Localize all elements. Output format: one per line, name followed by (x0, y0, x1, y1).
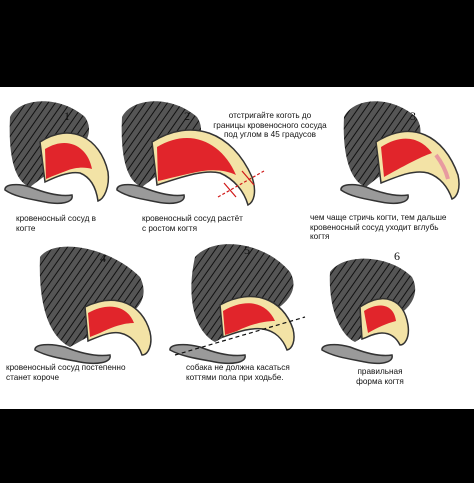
caption-2: кровеносный сосуд растёт с ростом когтя (142, 214, 243, 233)
blood-vessel (223, 303, 275, 335)
caption-3: чем чаще стричь когти, тем дальше кровен… (310, 213, 447, 241)
caption-1: кровеносный сосуд в когте (16, 214, 96, 233)
panel-number-3: 3 (410, 109, 416, 123)
toe-pad (321, 343, 393, 365)
panel-number-4: 4 (100, 251, 106, 265)
claw-illustration-4 (34, 246, 152, 365)
caption-4: кровеносный сосуд постепенно станет коро… (6, 363, 126, 382)
toe-pad (4, 183, 73, 205)
caption-5: собака не должна касаться коттями пола п… (186, 363, 290, 382)
blood-vessel (157, 137, 236, 181)
blood-vessel (381, 138, 432, 177)
panel-number-1: 1 (64, 109, 70, 123)
toe-pad (34, 343, 111, 365)
claw-illustration-3 (340, 101, 460, 205)
blood-vessel (45, 142, 92, 179)
panel-number-5: 5 (244, 243, 250, 257)
caption-6: правильная форма когтя (356, 367, 404, 386)
cut-line (217, 170, 265, 198)
blood-vessel (364, 305, 396, 333)
panel-number-6: 6 (394, 249, 400, 263)
panel-number-2: 2 (184, 109, 190, 123)
claw-illustration-6 (321, 258, 416, 365)
fur (191, 244, 294, 342)
toe-pad (116, 183, 185, 205)
claw-illustration-2 (116, 101, 265, 207)
claw-illustrations (4, 101, 460, 365)
claw-illustration-1 (4, 101, 110, 205)
fur (39, 246, 144, 347)
blood-vessel (88, 306, 134, 337)
toe-pad (169, 343, 246, 365)
instruction-text: отстригайте коготь до границы кровеносно… (213, 111, 327, 139)
claw-illustration-5 (169, 244, 306, 365)
floor-line (174, 316, 306, 356)
toe-pad (340, 183, 409, 205)
diagram-panel: 1 2 3 4 5 6 отстригайте коготь до границ… (0, 87, 474, 409)
